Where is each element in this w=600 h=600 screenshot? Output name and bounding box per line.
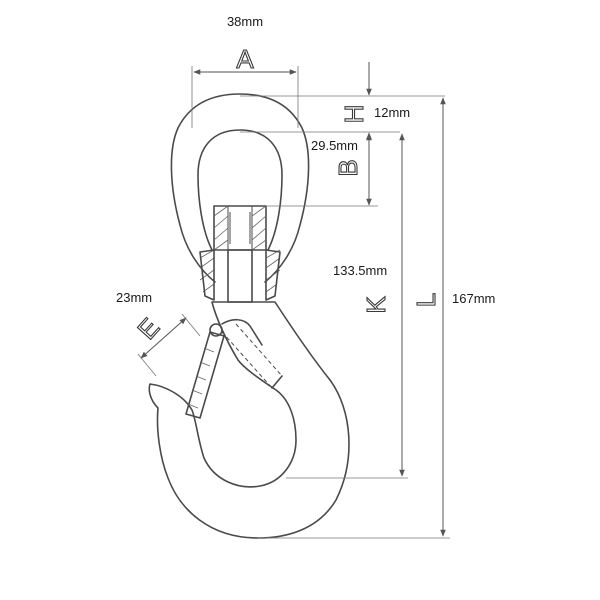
dimension-k-letter: K (361, 296, 391, 314)
dimension-k-value: 133.5mm (333, 263, 387, 278)
dimension-a-value: 38mm (227, 14, 263, 29)
dimension-a-letter: A (236, 44, 254, 74)
dimension-e-letter: E (131, 312, 165, 345)
dimension-l: L 167mm (258, 97, 495, 539)
swivel-nut (199, 205, 281, 303)
dimension-l-letter: L (411, 293, 441, 307)
dimension-k: K 133.5mm (286, 133, 408, 479)
dimension-b-letter: B (333, 159, 363, 176)
dimension-b-value: 29.5mm (311, 138, 358, 153)
hook-body (148, 301, 350, 539)
safety-latch (185, 318, 283, 419)
dimension-e-value: 23mm (116, 290, 152, 305)
dimension-h-letter: H (339, 105, 369, 124)
dimension-e: E 23mm (116, 290, 201, 377)
dimension-h-value: 12mm (374, 105, 410, 120)
swivel-eye (170, 93, 310, 283)
dimension-a: A 38mm (191, 14, 299, 128)
dimension-b: B 29.5mm (266, 133, 378, 207)
dimension-l-value: 167mm (452, 291, 495, 306)
